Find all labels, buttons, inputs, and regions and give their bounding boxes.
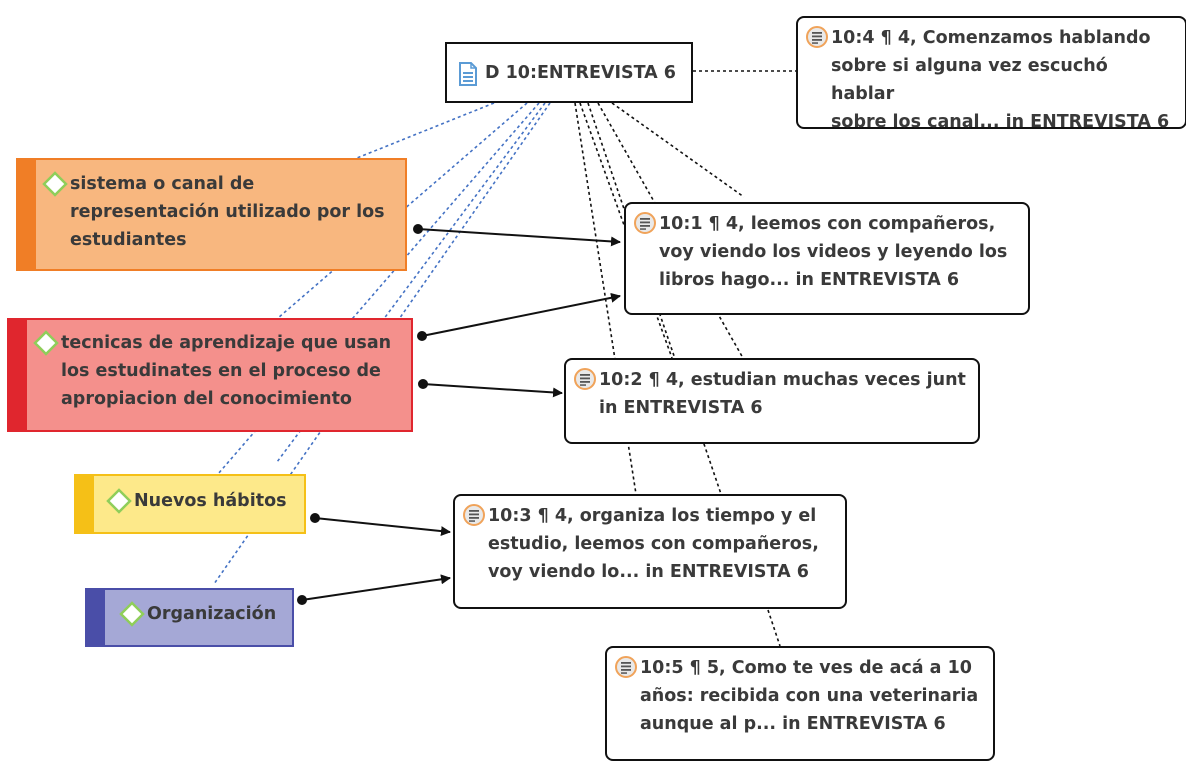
code-color-bar [87, 590, 105, 645]
code-node-sistema-canal[interactable]: sistema o canal de representación utiliz… [16, 158, 407, 271]
code-line: Nuevos hábitos [134, 491, 287, 511]
document-node[interactable]: D 10:ENTREVISTA 6 [445, 42, 693, 103]
link-c3-q103 [314, 517, 451, 537]
quotation-line: 10:1 ¶ 4, leemos con compañeros, [659, 214, 996, 234]
quotation-line: sobre si alguna vez escuchó hablar [831, 56, 1108, 104]
quotation-icon [463, 504, 485, 526]
quotation-line: in ENTREVISTA 6 [599, 398, 763, 418]
code-diamond-icon [106, 488, 132, 514]
quotation-icon [615, 656, 637, 678]
code-diamond-icon [42, 171, 68, 197]
quotation-line: estudio, leemos con compañeros, [488, 534, 819, 554]
quotation-node-10-1[interactable]: 10:1 ¶ 4, leemos con compañeros, voy vie… [624, 202, 1030, 315]
quotation-line: 10:3 ¶ 4, organiza los tiempo y el [488, 506, 817, 526]
link-c1-q101 [417, 228, 621, 247]
code-line: tecnicas de aprendizaje que usan [61, 333, 392, 353]
quotation-line: 10:4 ¶ 4, Comenzamos hablando [831, 28, 1151, 48]
doc-link-q101 [611, 102, 745, 198]
code-color-bar [18, 160, 36, 269]
document-icon [457, 61, 479, 86]
code-line: estudiantes [70, 230, 187, 250]
quotation-node-10-5[interactable]: 10:5 ¶ 5, Como te ves de acá a 10 años: … [605, 646, 995, 761]
quotation-node-10-2[interactable]: 10:2 ¶ 4, estudian muchas veces junt in … [564, 358, 980, 444]
quotation-line: 10:5 ¶ 5, Como te ves de acá a 10 [640, 658, 972, 678]
quotation-icon [806, 26, 828, 48]
code-line: apropiacion del conocimiento [61, 389, 352, 409]
quotation-line: aunque al p... in ENTREVISTA 6 [640, 714, 946, 734]
link-c2-q102 [422, 383, 563, 398]
doc-link-c1 [356, 102, 495, 159]
quotation-line: voy viendo los videos y leyendo los [659, 242, 1008, 262]
code-diamond-icon [119, 601, 145, 627]
code-color-bar [76, 476, 94, 532]
document-label: D 10:ENTREVISTA 6 [485, 62, 676, 83]
quotation-line: 10:2 ¶ 4, estudian muchas veces junt [599, 370, 966, 390]
code-node-tecnicas-aprendizaje[interactable]: tecnicas de aprendizaje que usan los est… [7, 318, 413, 432]
quotation-node-10-3[interactable]: 10:3 ¶ 4, organiza los tiempo y el estud… [453, 494, 847, 609]
quotation-line: sobre los canal... in ENTREVISTA 6 [831, 112, 1170, 132]
quotation-line: años: recibida con una veterinaria [640, 686, 979, 706]
code-diamond-icon [33, 330, 59, 356]
quotation-line: voy viendo lo... in ENTREVISTA 6 [488, 562, 809, 582]
link-c4-q103 [301, 574, 451, 601]
code-color-bar [9, 320, 27, 430]
doc-link-q105b [767, 609, 781, 647]
code-line: los estudinates en el proceso de [61, 361, 381, 381]
code-line: sistema o canal de [70, 174, 255, 194]
code-line: representación utilizado por los [70, 202, 385, 222]
quotation-icon [574, 368, 596, 390]
code-line: Organización [147, 604, 277, 624]
code-node-nuevos-habitos[interactable]: Nuevos hábitos [74, 474, 306, 534]
quotation-node-10-4[interactable]: 10:4 ¶ 4, Comenzamos hablando sobre si a… [796, 16, 1186, 132]
quotation-icon [634, 212, 656, 234]
quotation-line: libros hago... in ENTREVISTA 6 [659, 270, 960, 290]
code-node-organizacion[interactable]: Organización [85, 588, 294, 647]
link-c2-q101 [421, 292, 621, 337]
